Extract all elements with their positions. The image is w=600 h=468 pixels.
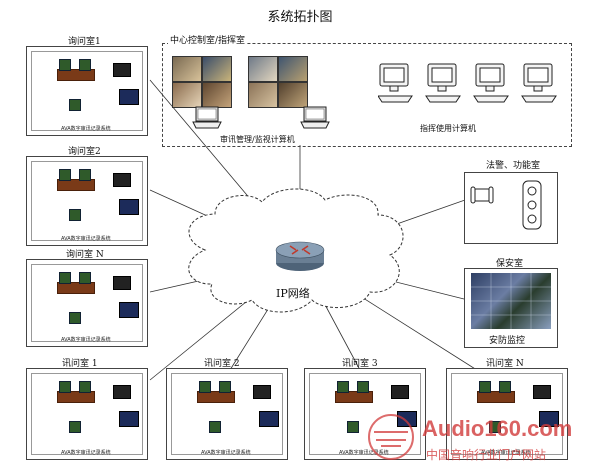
center-control-room xyxy=(162,43,572,147)
cctv-photo-5 xyxy=(248,56,278,82)
center-room-title: 中心控制室/指挥室 xyxy=(168,33,248,46)
cctv-photo-7 xyxy=(248,82,278,108)
police-room xyxy=(464,172,558,244)
interrogation-room-1: AVA数字审讯记录系统 xyxy=(26,368,148,460)
cctv-photo-2 xyxy=(202,56,232,82)
interrogation-room-1-title: 讯问室 1 xyxy=(62,359,98,369)
cctv-photo-6 xyxy=(278,56,308,82)
desktop-pc-icon xyxy=(425,63,461,103)
inquiry-room-2-title: 询问室2 xyxy=(68,147,101,157)
interrogation-room-3-title: 讯问室 3 xyxy=(342,359,378,369)
cctv-photo-4 xyxy=(202,82,232,108)
inquiry-room-2: AVA数字审讯记录系统 xyxy=(26,156,148,246)
router-icon xyxy=(275,241,325,271)
interrogation-room-2-title: 讯问室 2 xyxy=(204,359,240,369)
inquiry-room-n: AVA数字审讯记录系统 xyxy=(26,259,148,347)
security-room: 安防监控 xyxy=(464,268,558,348)
interrogation-room-n: AVA数字审讯记录系统 xyxy=(446,368,568,460)
cctv-photo-1 xyxy=(172,56,202,82)
ip-network-label: IP网络 xyxy=(276,287,310,300)
diagram-title: 系统拓扑图 xyxy=(267,10,333,25)
laptop-icon xyxy=(192,106,222,129)
police-room-title: 法警、功能室 xyxy=(486,161,541,171)
security-monitor-screen xyxy=(471,273,551,329)
interrogation-room-n-title: 讯问室 N xyxy=(486,359,524,369)
laptop-label: 审讯管理/监视计算机 xyxy=(220,135,295,144)
desktop-pc-icon xyxy=(521,63,557,103)
inquiry-room-1-title: 询问室1 xyxy=(68,37,101,47)
interrogation-room-3-caption: AVA数字审讯记录系统 xyxy=(339,450,389,456)
laptop-icon xyxy=(300,106,330,129)
security-caption: 安防监控 xyxy=(489,336,526,346)
inquiry-room-n-title: 询问室 N xyxy=(66,250,104,260)
inquiry-room-1: AVA数字审讯记录系统 xyxy=(26,46,148,136)
watermark-logo xyxy=(356,412,426,462)
watermark-slogan: 中国音响行业门户网站 xyxy=(426,448,547,462)
security-room-title: 保安室 xyxy=(496,259,524,269)
interrogation-room-2-caption: AVA数字审讯记录系统 xyxy=(201,450,251,456)
interrogation-room-1-caption: AVA数字审讯记录系统 xyxy=(61,450,111,456)
cctv-photo-3 xyxy=(172,82,202,108)
desktop-pc-icon xyxy=(378,63,413,103)
desktop-pc-group xyxy=(378,63,557,103)
sofa-icon xyxy=(472,188,492,202)
interrogation-room-2: AVA数字审讯记录系统 xyxy=(166,368,288,460)
inquiry-room-1-caption: AVA数字审讯记录系统 xyxy=(61,126,111,132)
pc-label: 指挥使用计算机 xyxy=(420,124,476,133)
watermark-brand: Audio160.com xyxy=(422,416,573,441)
cctv-photo-8 xyxy=(278,82,308,108)
inquiry-room-n-caption: AVA数字审讯记录系统 xyxy=(61,337,111,343)
interrogation-room-3: AVA数字审讯记录系统 xyxy=(304,368,426,460)
desktop-pc-icon xyxy=(473,63,509,103)
inquiry-room-2-caption: AVA数字审讯记录系统 xyxy=(61,236,111,242)
interrogation-room-n-caption: AVA数字审讯记录系统 xyxy=(481,450,531,456)
